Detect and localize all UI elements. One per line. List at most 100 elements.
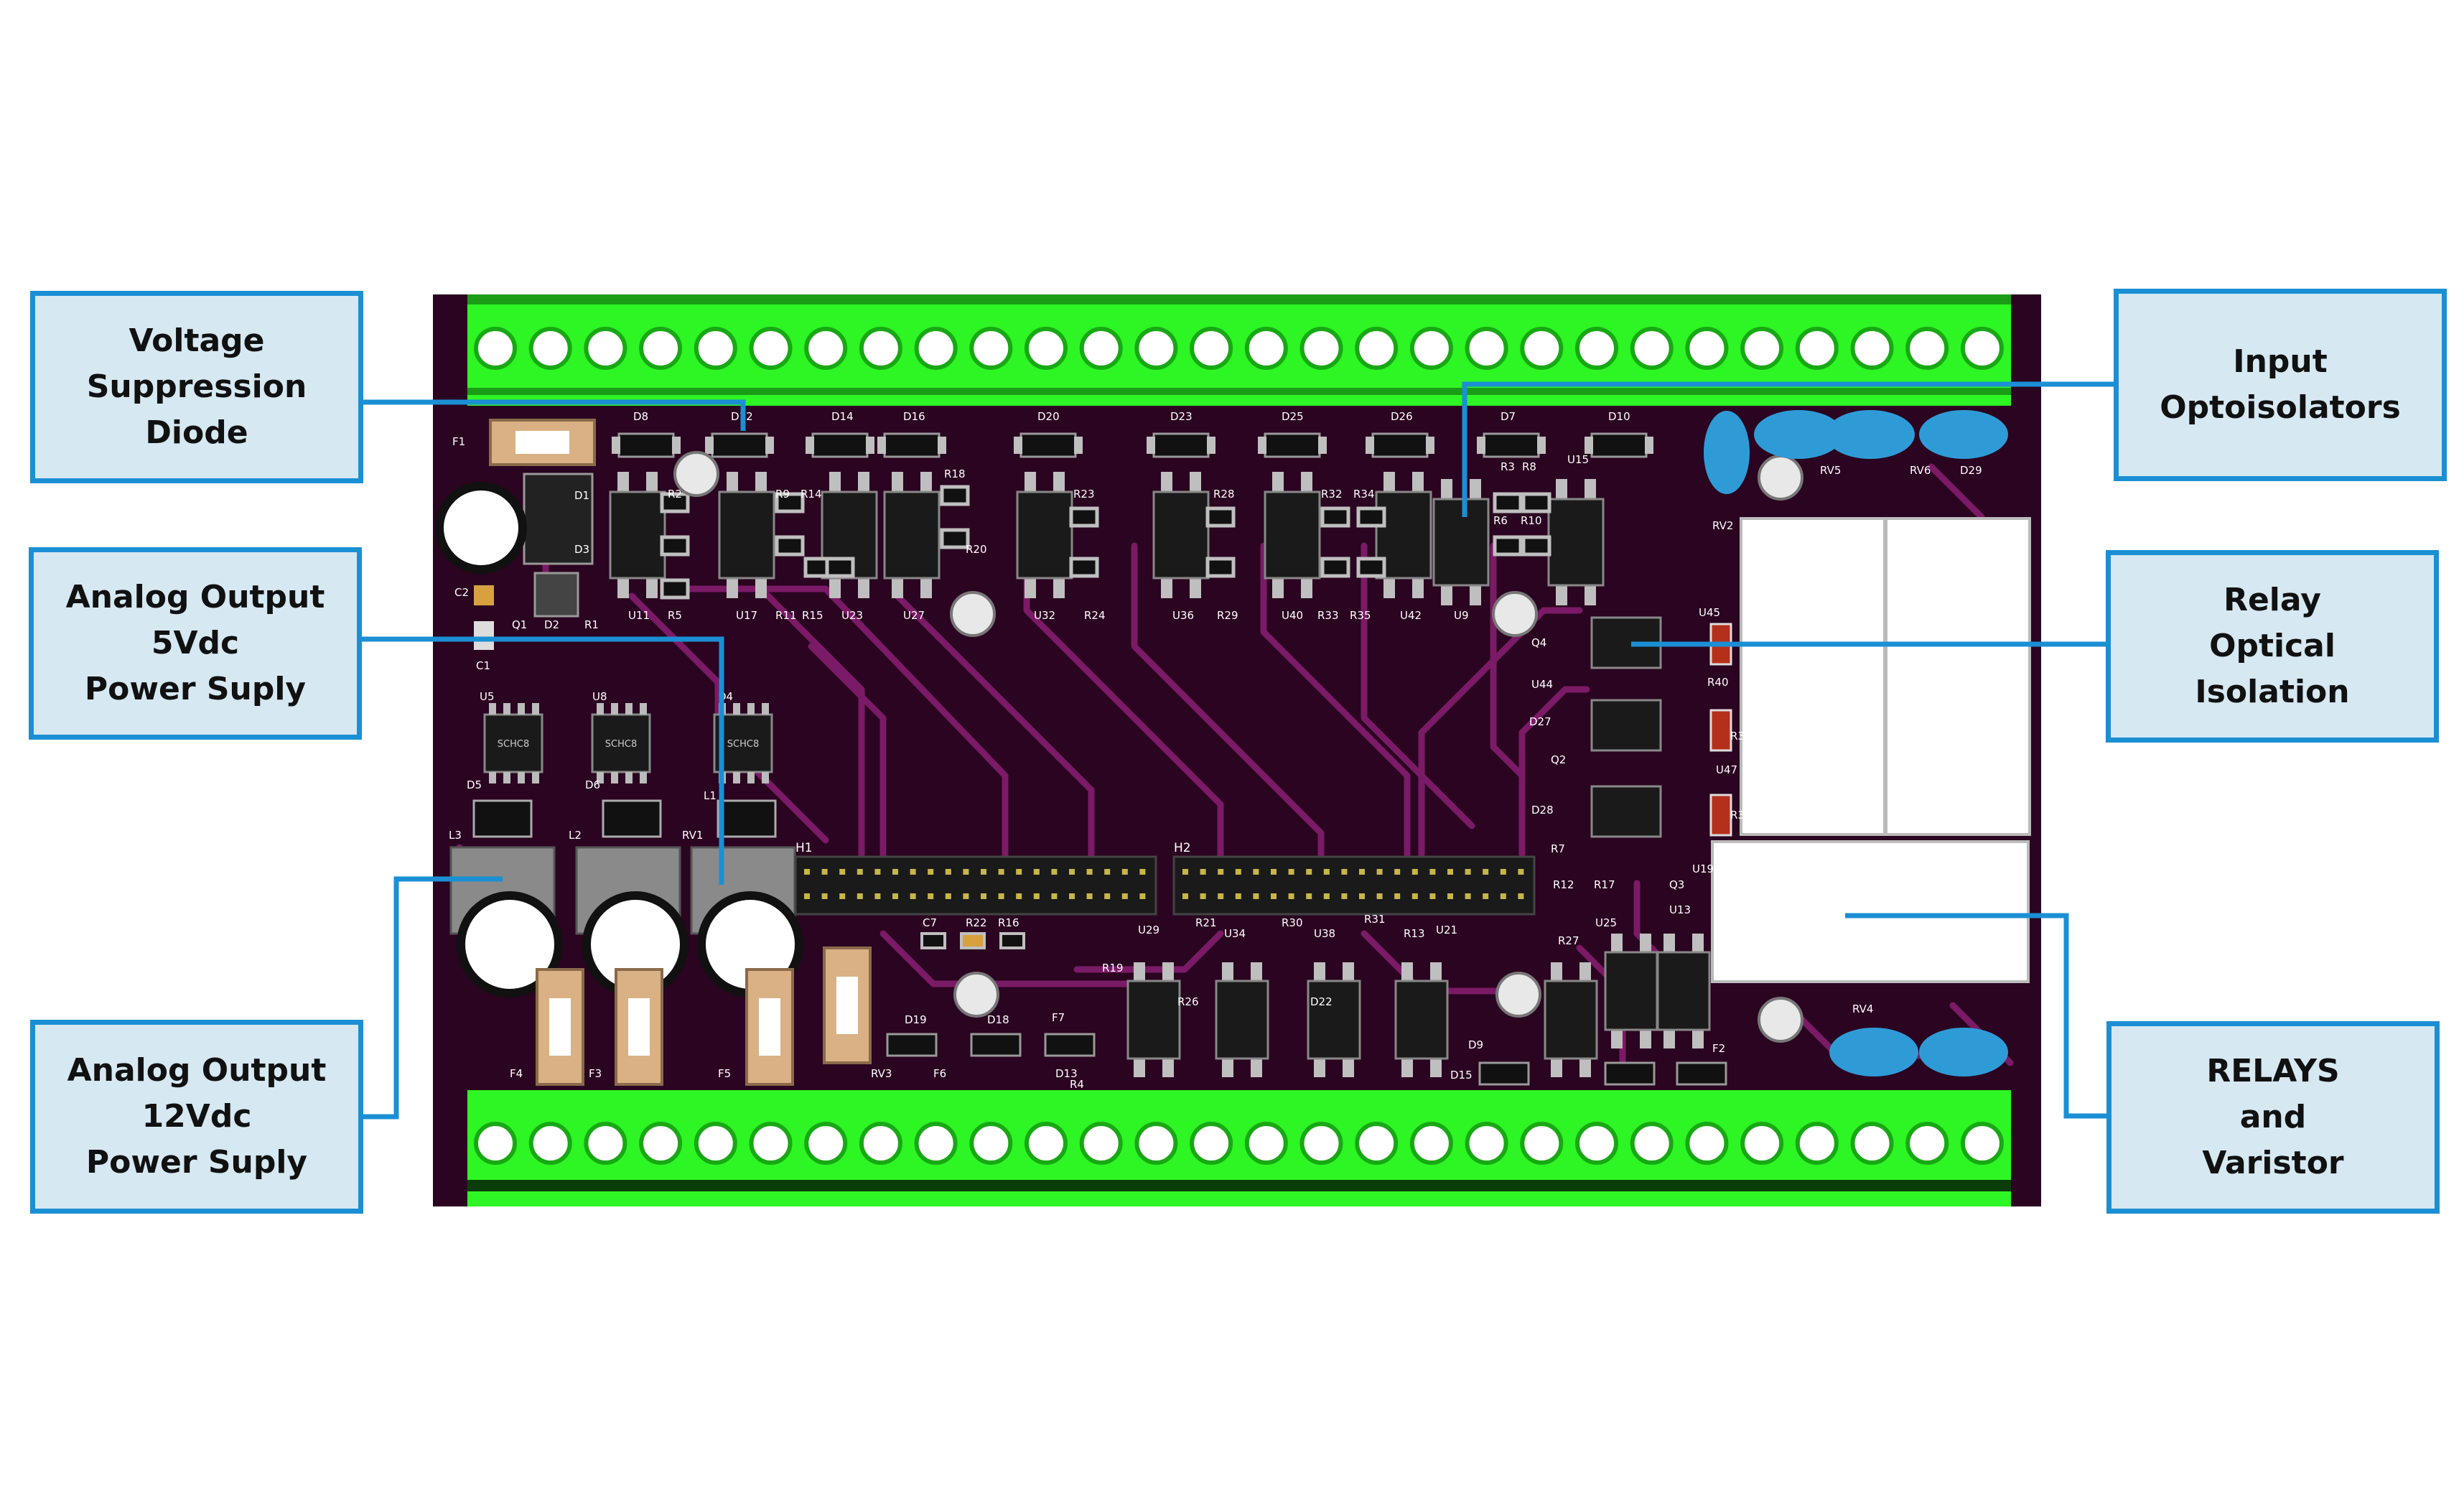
optocoupler-ic: [1547, 498, 1605, 587]
silkscreen-designator: D18: [987, 1013, 1009, 1026]
header-pin: [1271, 893, 1277, 899]
silkscreen-designator: F7: [1052, 1011, 1065, 1024]
optocoupler-ic: [1215, 980, 1269, 1060]
smd-pad: [612, 437, 620, 454]
ic-pin: [1162, 1057, 1174, 1077]
ic-pin: [597, 772, 604, 783]
terminal-pin: [1795, 327, 1839, 370]
header-pin: [1051, 893, 1058, 899]
ic-pin: [1663, 1028, 1675, 1048]
relay-driver-ic: [1590, 699, 1662, 752]
ic-pin: [1161, 577, 1172, 598]
silkscreen-designator: R27: [1558, 934, 1579, 947]
ic-pin: [1383, 577, 1395, 598]
ic-pin: [1161, 472, 1172, 493]
terminal-pin: [1190, 327, 1233, 370]
ic-pin: [1272, 577, 1284, 598]
silkscreen-designator: D13: [1055, 1067, 1078, 1080]
header-pin: [892, 869, 898, 875]
ic-pin: [1053, 472, 1065, 493]
terminal-pin: [1299, 327, 1343, 370]
header-pin: [1411, 869, 1418, 875]
ic-pin: [1692, 1028, 1704, 1048]
smd-resistor: [775, 492, 805, 513]
optocoupler-ic: [1544, 980, 1598, 1060]
header-pin: [1086, 869, 1093, 875]
silkscreen-designator: R9: [775, 488, 790, 501]
header-h1: H1: [794, 841, 1157, 916]
silkscreen-designator: R28: [1213, 488, 1235, 501]
silkscreen-designator: F4: [510, 1067, 523, 1080]
leader-voltage-suppression: [359, 399, 746, 431]
ic-pin: [532, 703, 539, 715]
header-pin: [1465, 893, 1471, 899]
smd-pad: [1645, 437, 1653, 454]
ic-pin: [1025, 577, 1036, 598]
silkscreen-designator: R12: [1553, 878, 1574, 891]
terminal-pin: [1520, 1122, 1564, 1165]
mounting-hole: [1758, 455, 1803, 501]
silkscreen-designator: D7: [1501, 410, 1516, 423]
ic-pin: [1401, 962, 1413, 982]
optocoupler-ic: [718, 490, 775, 580]
callout-line: Optical: [2209, 628, 2335, 664]
callout-line: Power Suply: [85, 1144, 308, 1181]
silkscreen-designator: R22: [966, 916, 987, 929]
terminal-pin: [1905, 327, 1949, 370]
callout-line: Optoisolators: [2160, 389, 2401, 426]
pcb-trace: [879, 930, 1152, 987]
callout-line: Isolation: [2195, 674, 2350, 710]
terminal-pin: [859, 1122, 902, 1165]
optocoupler-ic: [883, 490, 941, 580]
silkscreen-designator: D19: [905, 1013, 927, 1026]
silkscreen-designator: R34: [1353, 488, 1375, 501]
header-h1-label: H1: [795, 841, 813, 855]
header-pin: [1121, 869, 1128, 875]
silkscreen-designator: D22: [1310, 995, 1333, 1008]
electrolytic-capacitor: [457, 891, 563, 997]
ic-pin: [1301, 577, 1312, 598]
terminal-block-bottom: [467, 1090, 2011, 1206]
header-pin: [1306, 869, 1312, 875]
leader-input-opto: [1462, 381, 2114, 517]
silkscreen-designator: D27: [1529, 715, 1551, 728]
silkscreen-designator: U36: [1172, 609, 1194, 622]
silkscreen-designator: U47: [1716, 763, 1737, 776]
silkscreen-designator: L1: [704, 789, 717, 802]
chip-marking: SCHC8: [727, 739, 759, 750]
silkscreen-designator: RV2: [1712, 519, 1733, 532]
ic-pin: [1579, 962, 1591, 982]
smd-pad: [1074, 437, 1083, 454]
smd-diode: [1264, 432, 1321, 458]
silkscreen-designator: D5: [467, 778, 482, 791]
mounting-hole: [1495, 972, 1541, 1018]
terminal-pin: [1630, 327, 1674, 370]
ic-pin: [1441, 479, 1452, 501]
optocoupler-ic: [1604, 951, 1658, 1031]
ic-pin: [1692, 934, 1704, 954]
relay-diode: [1709, 794, 1732, 837]
callout-line: Analog Output: [65, 579, 325, 615]
silkscreen-designator: U34: [1224, 927, 1246, 940]
header-pin: [1139, 893, 1146, 899]
ic-pin: [892, 472, 903, 493]
header-pin: [963, 869, 969, 875]
silkscreen-designator: R21: [1195, 916, 1217, 929]
silkscreen-designator: R4: [1070, 1078, 1084, 1091]
silkscreen-designator: R16: [998, 916, 1019, 929]
ic-pin: [1301, 472, 1312, 493]
smd-resistor: [825, 557, 855, 578]
leader-lines: [358, 381, 2114, 1120]
callout-line: 12Vdc: [141, 1098, 252, 1135]
header-pin: [1518, 869, 1524, 875]
ic-pin: [1585, 479, 1596, 501]
silkscreen-designator: Q2: [1551, 753, 1566, 766]
chip-marking: SCHC8: [605, 739, 637, 750]
ic-pin: [829, 577, 841, 598]
ic-pin: [625, 703, 633, 715]
terminal-pin: [1630, 1122, 1674, 1165]
ic-pin: [1579, 1057, 1591, 1077]
terminal-pin: [528, 1122, 572, 1165]
terminal-pin: [694, 1122, 737, 1165]
terminal-pin: [1465, 327, 1508, 370]
